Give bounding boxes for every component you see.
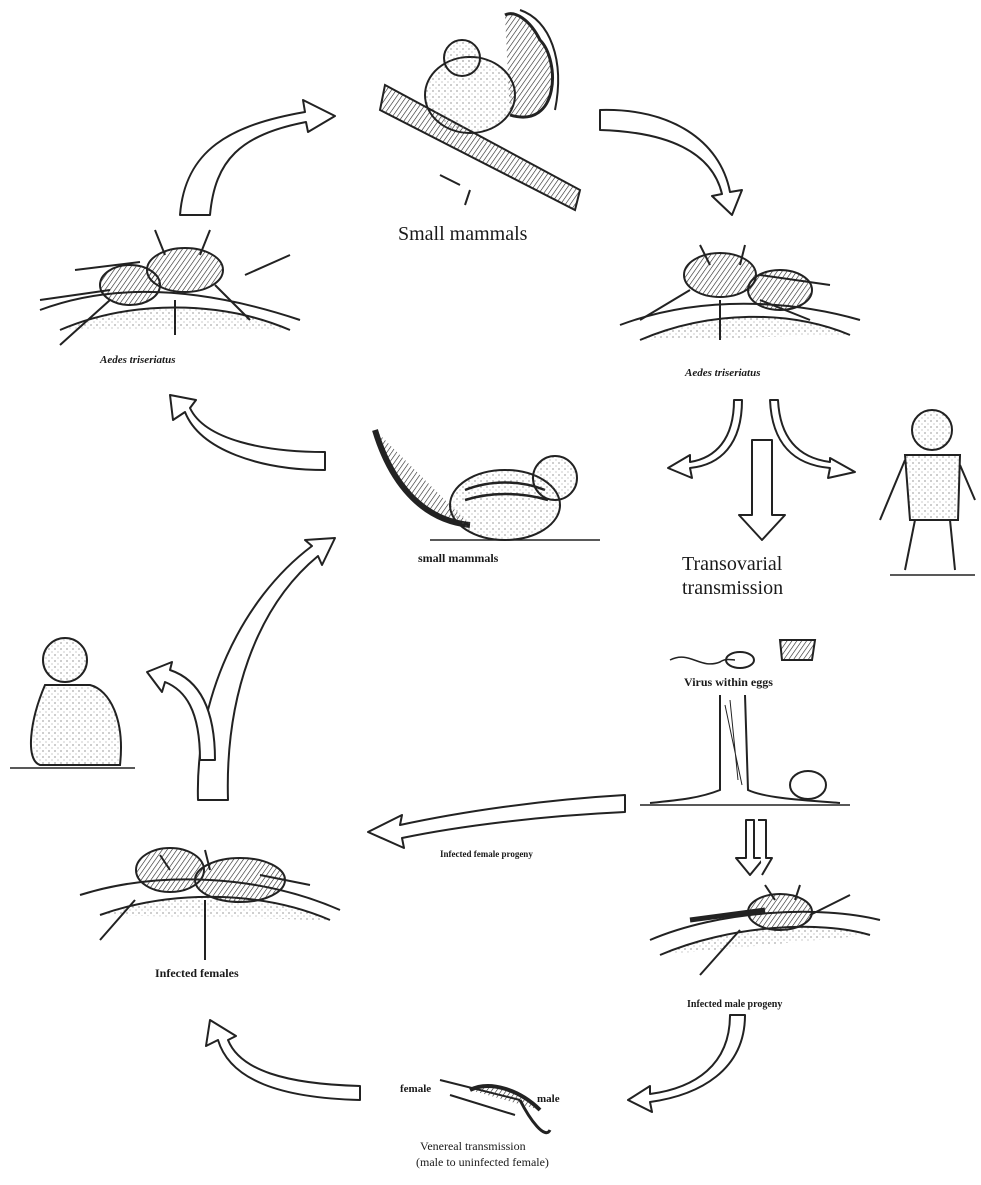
arrow-squirrel-to-mosquito <box>600 110 742 215</box>
tree-illustration <box>640 695 850 805</box>
arrow-fork-down <box>739 440 785 540</box>
squirrel-illustration <box>380 10 580 210</box>
arrow-chipmunk-to-mosquito <box>170 395 325 470</box>
arrow-eggs-to-males-2 <box>758 820 772 875</box>
child-right-illustration <box>880 410 975 575</box>
mating-mosquitoes-illustration <box>440 1080 550 1133</box>
mosquito-left-illustration <box>40 230 300 345</box>
arrow-fork-left <box>668 400 742 478</box>
arrow-fork-right <box>770 400 855 478</box>
label-small-mammals-mid: small mammals <box>418 551 499 565</box>
label-aedes-left: Aedes triseriatus <box>99 354 175 366</box>
arrow-females-to-chipmunk <box>198 538 335 800</box>
label-virus-eggs: Virus within eggs <box>684 675 773 689</box>
mosquito-infected-males-illustration <box>650 885 880 975</box>
label-aedes-right: Aedes triseriatus <box>684 367 760 379</box>
chipmunk-illustration <box>375 430 600 540</box>
arrow-males-to-venereal <box>628 1015 745 1112</box>
label-transovarial-1: Transovarial <box>682 553 783 575</box>
child-left-illustration <box>10 638 135 768</box>
arrow-venereal-to-females <box>206 1020 360 1100</box>
arrow-tree-to-females <box>368 795 625 848</box>
label-transovarial-2: transmission <box>682 577 783 599</box>
mosquito-infected-females-illustration <box>80 848 340 960</box>
eggs-illustration <box>670 640 815 668</box>
label-female: female <box>400 1083 431 1095</box>
label-infected-male-progeny: Infected male progeny <box>687 999 782 1010</box>
mosquito-right-illustration <box>620 245 860 340</box>
label-small-mammals-top: Small mammals <box>398 223 528 245</box>
label-venereal-2: (male to uninfected female) <box>416 1155 549 1169</box>
label-infected-females: Infected females <box>155 966 239 980</box>
label-infected-female-progeny: Infected female progeny <box>440 849 533 859</box>
arrow-to-child <box>147 662 215 760</box>
arrow-mosquito-to-squirrel <box>180 100 335 215</box>
label-male: male <box>537 1093 560 1105</box>
label-venereal-1: Venereal transmission <box>420 1139 526 1153</box>
